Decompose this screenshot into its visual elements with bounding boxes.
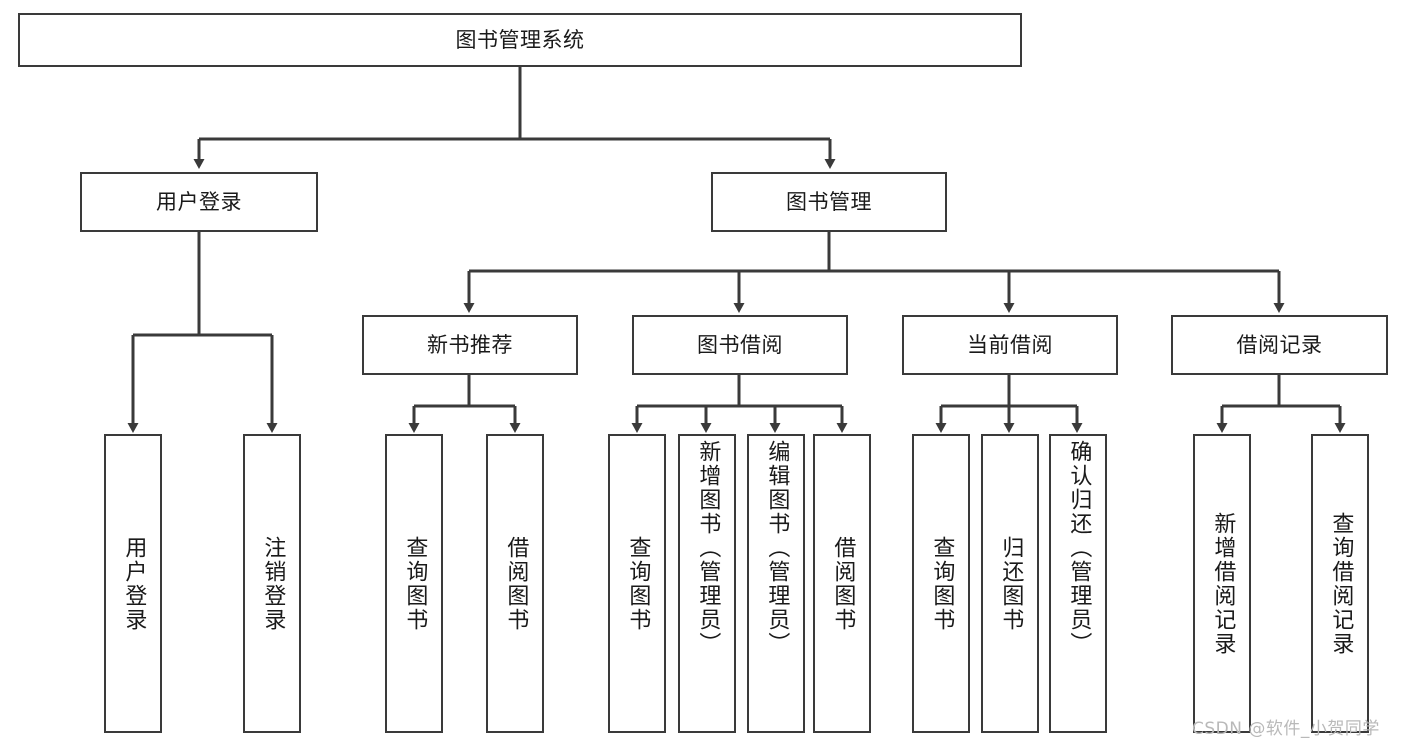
leaf-label: 确认归还（管理员） <box>1066 440 1092 656</box>
leaf-new-book-borrow[interactable]: 借阅图书 <box>486 434 544 733</box>
leaf-label: 注销登录 <box>260 535 286 632</box>
leaf-label: 借阅图书 <box>503 535 529 632</box>
leaf-label: 用户登录 <box>121 535 147 632</box>
node-book-borrow-label: 图书借阅 <box>697 332 783 357</box>
node-borrow-record[interactable]: 借阅记录 <box>1171 315 1388 375</box>
leaf-user-login-logout[interactable]: 注销登录 <box>243 434 301 733</box>
leaf-label: 编辑图书（管理员） <box>764 440 790 656</box>
leaf-book-borrow-borrow[interactable]: 借阅图书 <box>813 434 871 733</box>
csdn-watermark: CSDN @软件_小贺同学 <box>1192 719 1380 739</box>
node-root-label: 图书管理系统 <box>455 27 585 52</box>
node-book-management[interactable]: 图书管理 <box>711 172 947 232</box>
leaf-label: 查询图书 <box>625 535 651 632</box>
leaf-user-login-login[interactable]: 用户登录 <box>104 434 162 733</box>
node-book-management-label: 图书管理 <box>786 189 872 214</box>
leaf-label: 新增图书（管理员） <box>695 440 721 656</box>
node-user-login[interactable]: 用户登录 <box>80 172 318 232</box>
leaf-label: 查询图书 <box>402 535 428 632</box>
leaf-new-book-query[interactable]: 查询图书 <box>385 434 443 733</box>
leaf-label: 查询图书 <box>929 535 955 632</box>
leaf-current-borrow-return[interactable]: 归还图书 <box>981 434 1039 733</box>
node-book-borrow[interactable]: 图书借阅 <box>632 315 848 375</box>
leaf-label: 查询借阅记录 <box>1328 511 1354 656</box>
leaf-book-borrow-query[interactable]: 查询图书 <box>608 434 666 733</box>
node-current-borrow-label: 当前借阅 <box>967 332 1053 357</box>
leaf-current-borrow-query[interactable]: 查询图书 <box>912 434 970 733</box>
node-current-borrow[interactable]: 当前借阅 <box>902 315 1118 375</box>
node-root[interactable]: 图书管理系统 <box>18 13 1022 67</box>
leaf-book-borrow-edit[interactable]: 编辑图书（管理员） <box>747 434 805 733</box>
node-new-book-recommend-label: 新书推荐 <box>427 332 513 357</box>
leaf-label: 归还图书 <box>998 535 1024 632</box>
node-user-login-label: 用户登录 <box>156 189 242 214</box>
leaf-current-borrow-confirm[interactable]: 确认归还（管理员） <box>1049 434 1107 733</box>
leaf-book-borrow-add[interactable]: 新增图书（管理员） <box>678 434 736 733</box>
leaf-borrow-record-query[interactable]: 查询借阅记录 <box>1311 434 1369 733</box>
leaf-label: 新增借阅记录 <box>1210 511 1236 656</box>
node-borrow-record-label: 借阅记录 <box>1236 332 1323 357</box>
node-new-book-recommend[interactable]: 新书推荐 <box>362 315 578 375</box>
leaf-borrow-record-add[interactable]: 新增借阅记录 <box>1193 434 1251 733</box>
leaf-label: 借阅图书 <box>830 535 856 632</box>
